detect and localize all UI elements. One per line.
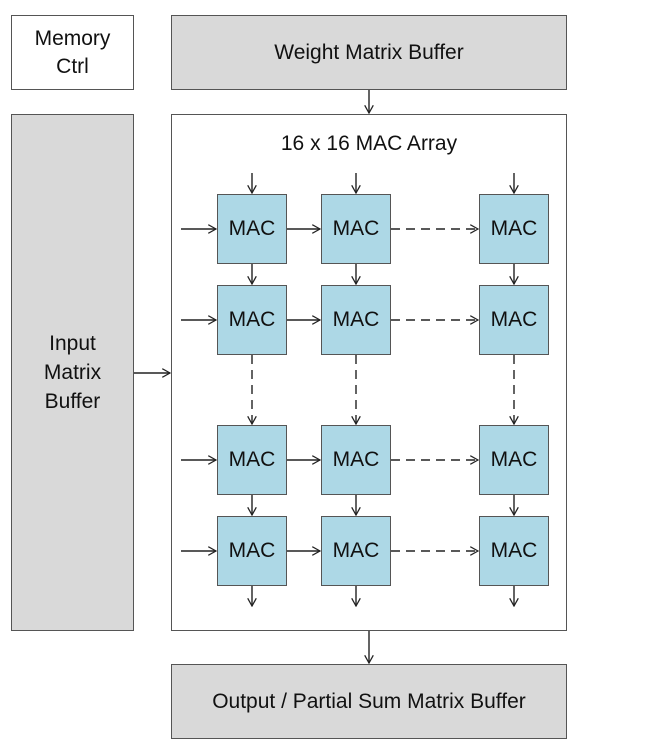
mac-cell: MAC: [479, 516, 549, 586]
weight-matrix-buffer-label: Weight Matrix Buffer: [274, 40, 464, 64]
mac-cell: MAC: [321, 425, 391, 495]
input-buffer-label-line3: Buffer: [44, 390, 101, 413]
mac-cell: MAC: [479, 285, 549, 355]
memory-ctrl-label-line2: Ctrl: [56, 54, 89, 78]
mac-cell: MAC: [479, 425, 549, 495]
mac-cell: MAC: [217, 516, 287, 586]
mac-cell: MAC: [321, 285, 391, 355]
input-matrix-buffer: Input Matrix Buffer: [11, 114, 134, 631]
mac-cell: MAC: [321, 194, 391, 264]
input-buffer-label-line1: Input: [49, 332, 96, 355]
input-buffer-label-line2: Matrix: [43, 361, 102, 384]
output-buffer-label: Output / Partial Sum Matrix Buffer: [212, 689, 526, 713]
memory-ctrl-box: Memory Ctrl: [11, 15, 134, 90]
weight-matrix-buffer: Weight Matrix Buffer: [171, 15, 567, 90]
mac-cell: MAC: [321, 516, 391, 586]
mac-array-title: 16 x 16 MAC Array: [280, 132, 458, 155]
mac-cell: MAC: [217, 194, 287, 264]
memory-ctrl-label-line1: Memory: [34, 26, 111, 50]
mac-cell: MAC: [217, 285, 287, 355]
output-partial-sum-buffer: Output / Partial Sum Matrix Buffer: [171, 664, 567, 739]
mac-cell: MAC: [217, 425, 287, 495]
mac-cell: MAC: [479, 194, 549, 264]
